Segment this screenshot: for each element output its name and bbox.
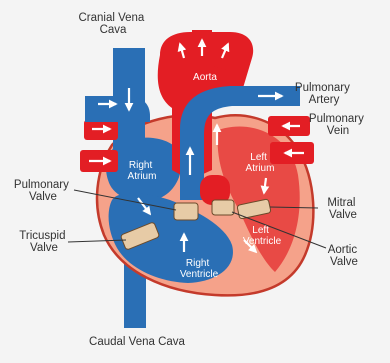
label-pulmonary-valve: Pulmonary Valve (14, 179, 72, 203)
label-tricuspid-valve: Tricuspid Valve (19, 230, 68, 254)
label-aorta: Aorta (193, 72, 217, 83)
label-aortic-valve: Aortic Valve (328, 244, 361, 268)
label-caudal-vena-cava: Caudal Vena Cava (89, 336, 186, 348)
label-pulmonary-artery: Pulmonary Artery (295, 82, 353, 106)
pulmonary-valve (174, 203, 198, 220)
aortic-valve (212, 200, 234, 215)
pulmonary-artery-left-branch (85, 96, 150, 122)
label-mitral-valve: Mitral Valve (327, 197, 358, 221)
label-cranial-vena-cava: Cranial Vena Cava (78, 12, 147, 36)
label-pulmonary-vein: Pulmonary Vein (309, 113, 367, 137)
label-right-atrium: Right Atrium (128, 160, 157, 182)
